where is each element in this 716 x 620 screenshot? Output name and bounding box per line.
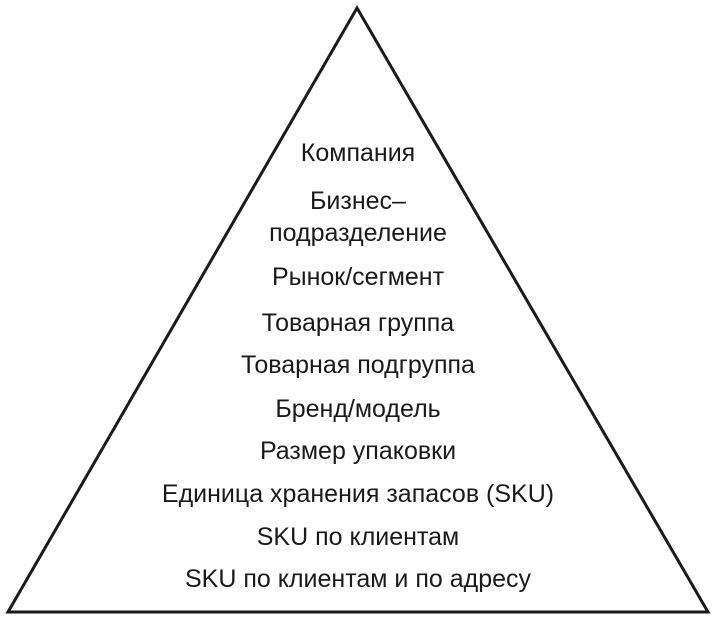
level-market-segment: Рынок/сегмент [271,263,445,291]
level-product-subgroup: Товарная подгруппа [241,351,475,379]
level-product-group: Товарная группа [261,309,455,337]
level-sku-by-customer-and-address: SKU по клиентам и по адресу [184,565,532,593]
level-sku-by-customer: SKU по клиентам [256,523,460,551]
pyramid-triangle [5,5,711,614]
level-brand-model: Бренд/модель [275,395,441,423]
level-business-unit-line1: Бизнес– [310,187,406,215]
level-company: Компания [300,139,416,167]
level-sku: Единица хранения запасов (SKU) [161,480,555,508]
level-business-unit-line2: подразделение [269,219,447,247]
level-package-size: Размер упаковки [259,437,457,465]
